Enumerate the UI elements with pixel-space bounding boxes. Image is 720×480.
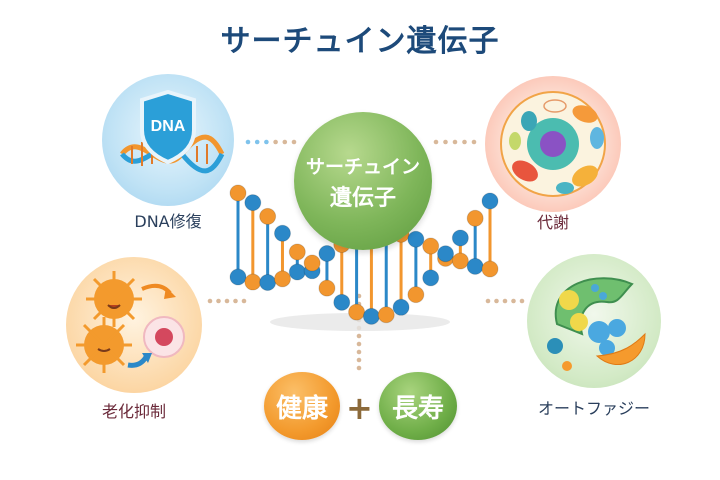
helix-bead [229,184,247,202]
helix-bead [259,273,277,291]
connector-dot [207,298,213,304]
page-title: サーチュイン遺伝子 [220,24,500,59]
dna-repair-circle: DNA [102,74,234,206]
helix-bead [229,268,247,286]
helix-bead [259,207,277,225]
connector-dot [356,333,362,339]
helix-bead [288,243,306,261]
senescent-cell-icon [76,271,185,373]
connector-dot [264,139,269,145]
connector-dot [282,139,288,145]
helix-bead [407,286,425,304]
helix-bead [466,257,484,275]
dna-repair-label: DNA修復 [134,212,202,231]
aging-suppression-label: 老化抑制 [101,402,166,421]
connector-dot [443,139,448,145]
autophagy-label: オートファジー [537,399,650,418]
connector-dot [433,139,439,145]
helix-bead [422,237,440,255]
aging-suppression-circle [66,257,202,393]
helix-bead [362,307,380,325]
helix-bead [273,270,291,288]
helix-bead [273,224,291,242]
helix-bead [392,298,410,316]
connector-dot [254,139,260,145]
connector-dot [485,298,491,304]
connector-dot [216,298,221,304]
connector-dot [291,139,297,145]
helix-bead [422,269,440,287]
connector-dot [471,139,477,145]
helix-bead [481,260,499,278]
plus-sign: + [346,389,373,427]
longevity-badge: 長寿 [379,372,457,440]
metabolism-label: 代謝 [536,213,569,232]
helix-bead [318,279,336,297]
helix-bead [303,254,321,272]
dna-shield-icon: DNA [120,89,225,174]
connector-dot [356,341,362,347]
connector-dot [273,139,278,145]
helix-bead [348,303,366,321]
helix-bead [437,245,455,263]
connector-dot [519,298,525,304]
helix-bead [244,273,262,291]
connector-dot [502,298,508,304]
connector-dot [452,139,458,145]
health-badge: 健康 [264,372,340,440]
helix-bead [407,230,425,248]
metabolism-circle [485,76,621,212]
helix-shadow [270,313,450,331]
helix-bead [377,306,395,324]
helix-bead [318,244,336,262]
connector-dot [494,298,499,304]
connector-dot [233,298,238,304]
connector-dot [356,349,362,355]
helix-bead [481,192,499,210]
shield-text: DNA [151,118,186,135]
cell-icon [500,91,606,197]
center-title-line2: 遺伝子 [329,186,396,211]
helix-bead [451,229,469,247]
helix-bead [451,252,469,270]
autophagosome-icon [547,277,646,371]
connector-dot [241,298,247,304]
connector-dot [356,365,362,371]
helix-bead [244,194,262,212]
connector-dot [462,139,467,145]
sirtuin-gene-center: サーチュイン 遺伝子 [294,112,432,250]
helix-bead [288,263,306,281]
connector-dots [207,139,525,371]
helix-bead [333,293,351,311]
connector-dot [245,139,251,145]
autophagy-circle [527,254,661,388]
connector-dot [356,357,362,363]
connector-dot [224,298,230,304]
helix-bead [466,209,484,227]
center-title-line1: サーチュイン [305,156,420,178]
connector-dot [511,298,516,304]
